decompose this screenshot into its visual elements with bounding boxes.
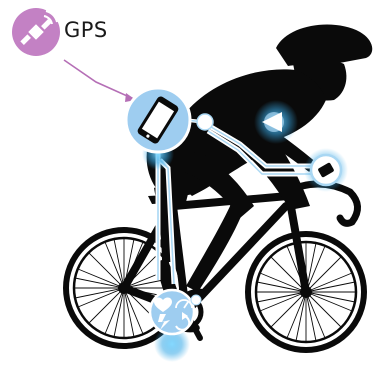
bicycle xyxy=(66,184,364,350)
gps-label: GPS xyxy=(64,18,108,42)
chest-joint-dot xyxy=(197,114,213,130)
bike-computer-node xyxy=(311,155,341,185)
gps-badge xyxy=(12,8,60,56)
phone-node xyxy=(126,88,190,152)
gps-connector-line xyxy=(64,60,136,100)
